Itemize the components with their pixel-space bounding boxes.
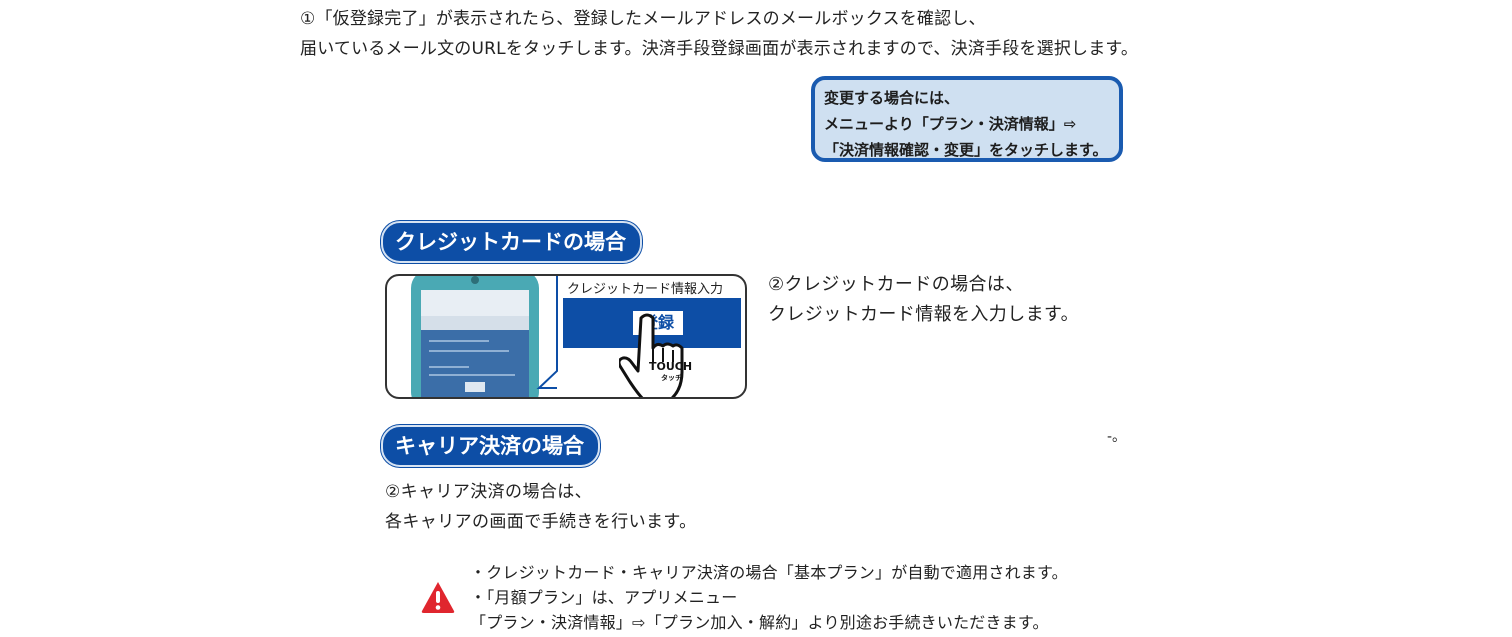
- stray-mark: -。: [1107, 429, 1127, 445]
- warning-line-3: 「プラン・決済情報」⇨「プラン加入・解約」より別途お手続きいただきます。: [470, 613, 1049, 632]
- touch-sublabel: タッチ: [661, 374, 682, 382]
- credit-desc-line-2: クレジットカード情報を入力します。: [768, 304, 1079, 325]
- carrier-desc-line-2: 各キャリアの画面で手続きを行います。: [385, 512, 697, 532]
- carrier-description: ②キャリア決済の場合は、 各キャリアの画面で手続きを行います。: [385, 477, 697, 537]
- carrier-payment-heading: キャリア決済の場合: [381, 425, 600, 467]
- pointing-hand-icon: [619, 313, 684, 397]
- warning-icon: [421, 582, 455, 613]
- credit-card-illustration: クレジットカード情報入力 登録 TOUCH タッチ: [385, 274, 747, 399]
- credit-desc-line-1: ②クレジットカードの場合は、: [768, 274, 1024, 295]
- change-note-line-3: 「決済情報確認・変更」をタッチします。: [824, 141, 1108, 159]
- warning-line-2: ・「月額プラン」は、アプリメニュー: [470, 588, 738, 607]
- intro-line-2: 届いているメール文のURLをタッチします。決済手段登録画面が表示されますので、決…: [300, 39, 1139, 59]
- credit-card-heading: クレジットカードの場合: [381, 221, 642, 263]
- callout-panel: クレジットカード情報入力 登録 TOUCH タッチ: [557, 276, 745, 397]
- warning-line-1: ・クレジットカード・キャリア決済の場合「基本プラン」が自動で適用されます。: [470, 563, 1068, 582]
- callout-pointer: [536, 276, 565, 397]
- callout-title: クレジットカード情報入力: [567, 282, 724, 297]
- smartphone-image: [411, 276, 539, 397]
- intro-line-1: ①「仮登録完了」が表示されたら、登録したメールアドレスのメールボックスを確認し、: [300, 9, 986, 29]
- change-note-box: 変更する場合には、 メニューより「プラン・決済情報」⇨ 「決済情報確認・変更」を…: [811, 76, 1123, 162]
- warning-text: ・クレジットカード・キャリア決済の場合「基本プラン」が自動で適用されます。 ・「…: [470, 560, 1068, 635]
- credit-card-description: ②クレジットカードの場合は、 クレジットカード情報を入力します。: [768, 270, 1079, 330]
- touch-label: TOUCH: [649, 360, 693, 373]
- intro-text: ①「仮登録完了」が表示されたら、登録したメールアドレスのメールボックスを確認し、…: [300, 4, 1138, 64]
- carrier-desc-line-1: ②キャリア決済の場合は、: [385, 482, 593, 502]
- change-note-line-2: メニューより「プラン・決済情報」⇨: [824, 115, 1077, 133]
- change-note-line-1: 変更する場合には、: [824, 89, 960, 107]
- phone-screen: [421, 290, 529, 397]
- phone-camera-icon: [471, 276, 479, 284]
